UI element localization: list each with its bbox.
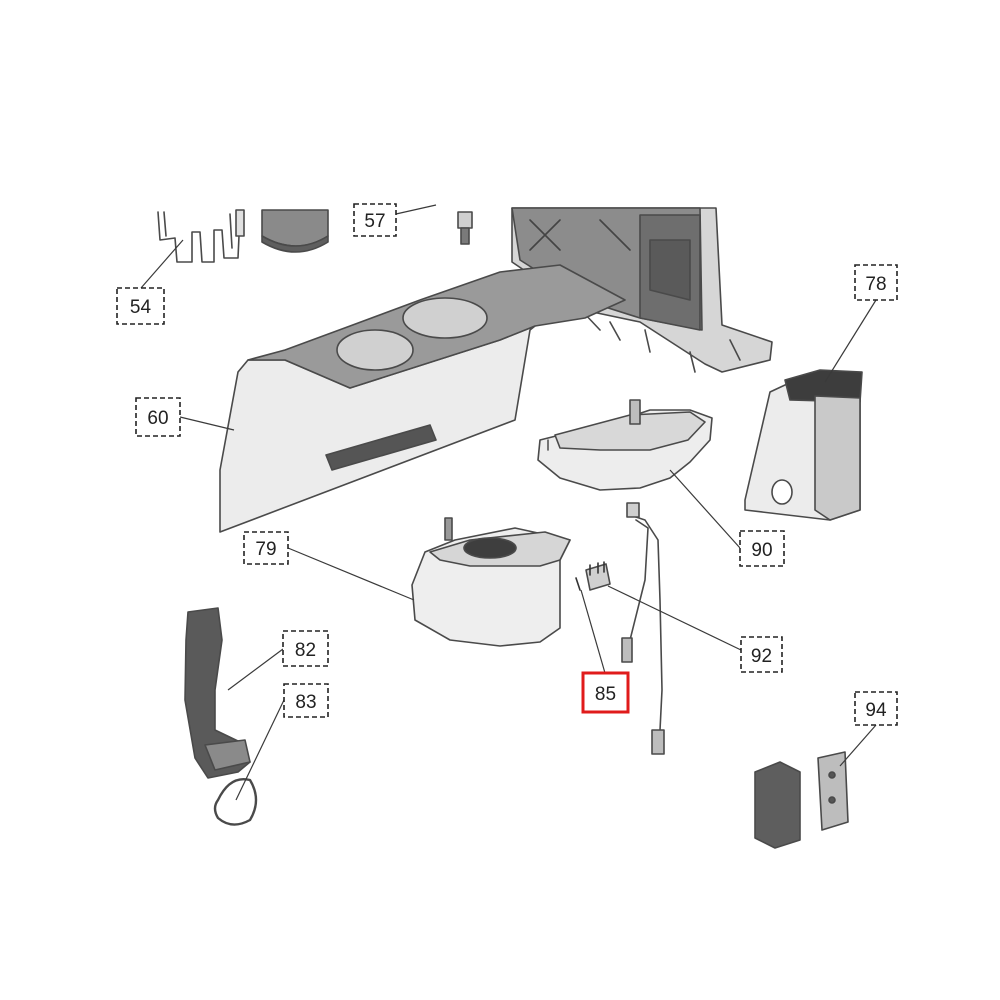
leader-90 (669, 469, 741, 549)
part-83-seal-ring (213, 778, 258, 826)
part-78-side-cover (744, 369, 863, 521)
callout-92: 92 (740, 636, 783, 673)
part-60-front-panel (219, 264, 626, 533)
svg-text:85: 85 (595, 684, 616, 705)
leader-85 (580, 589, 606, 674)
callout-57: 57 (353, 203, 397, 237)
callout-90: 90 (739, 530, 785, 567)
svg-text:78: 78 (865, 274, 886, 295)
part-54-wire-clip (157, 209, 245, 263)
svg-text:94: 94 (865, 700, 887, 721)
callout-94: 94 (854, 691, 898, 726)
callout-79: 79 (243, 531, 289, 565)
leader-54 (140, 239, 184, 289)
leader-79 (287, 547, 415, 601)
part-85-switch (575, 561, 611, 591)
leader-57 (395, 204, 437, 215)
callout-78: 78 (854, 264, 898, 301)
callout-83: 83 (283, 683, 329, 718)
part-79-lower-housing (411, 517, 571, 647)
svg-text:92: 92 (751, 646, 772, 667)
callout-60: 60 (135, 397, 181, 437)
leader-94 (839, 724, 877, 767)
svg-text:60: 60 (147, 408, 168, 429)
leader-82 (227, 648, 284, 691)
callout-54: 54 (116, 287, 165, 325)
part-main-housing (511, 207, 773, 373)
svg-text:79: 79 (255, 539, 276, 560)
part-82-duct (184, 607, 251, 779)
part-92-wire-harness (621, 502, 665, 755)
part-filter-cylinder (261, 209, 329, 253)
leader-60 (179, 416, 235, 431)
svg-text:83: 83 (295, 692, 316, 713)
leader-83 (235, 699, 285, 801)
leader-78 (824, 299, 877, 383)
svg-text:57: 57 (364, 211, 385, 232)
svg-text:54: 54 (130, 297, 152, 318)
part-94-control-module (754, 751, 849, 849)
svg-text:90: 90 (751, 540, 772, 561)
part-90-tray (537, 399, 713, 491)
svg-text:82: 82 (295, 640, 316, 661)
leader-92 (607, 585, 742, 651)
callout-85: 85 (581, 671, 630, 714)
part-57-connector (457, 211, 473, 245)
callout-82: 82 (282, 630, 329, 667)
